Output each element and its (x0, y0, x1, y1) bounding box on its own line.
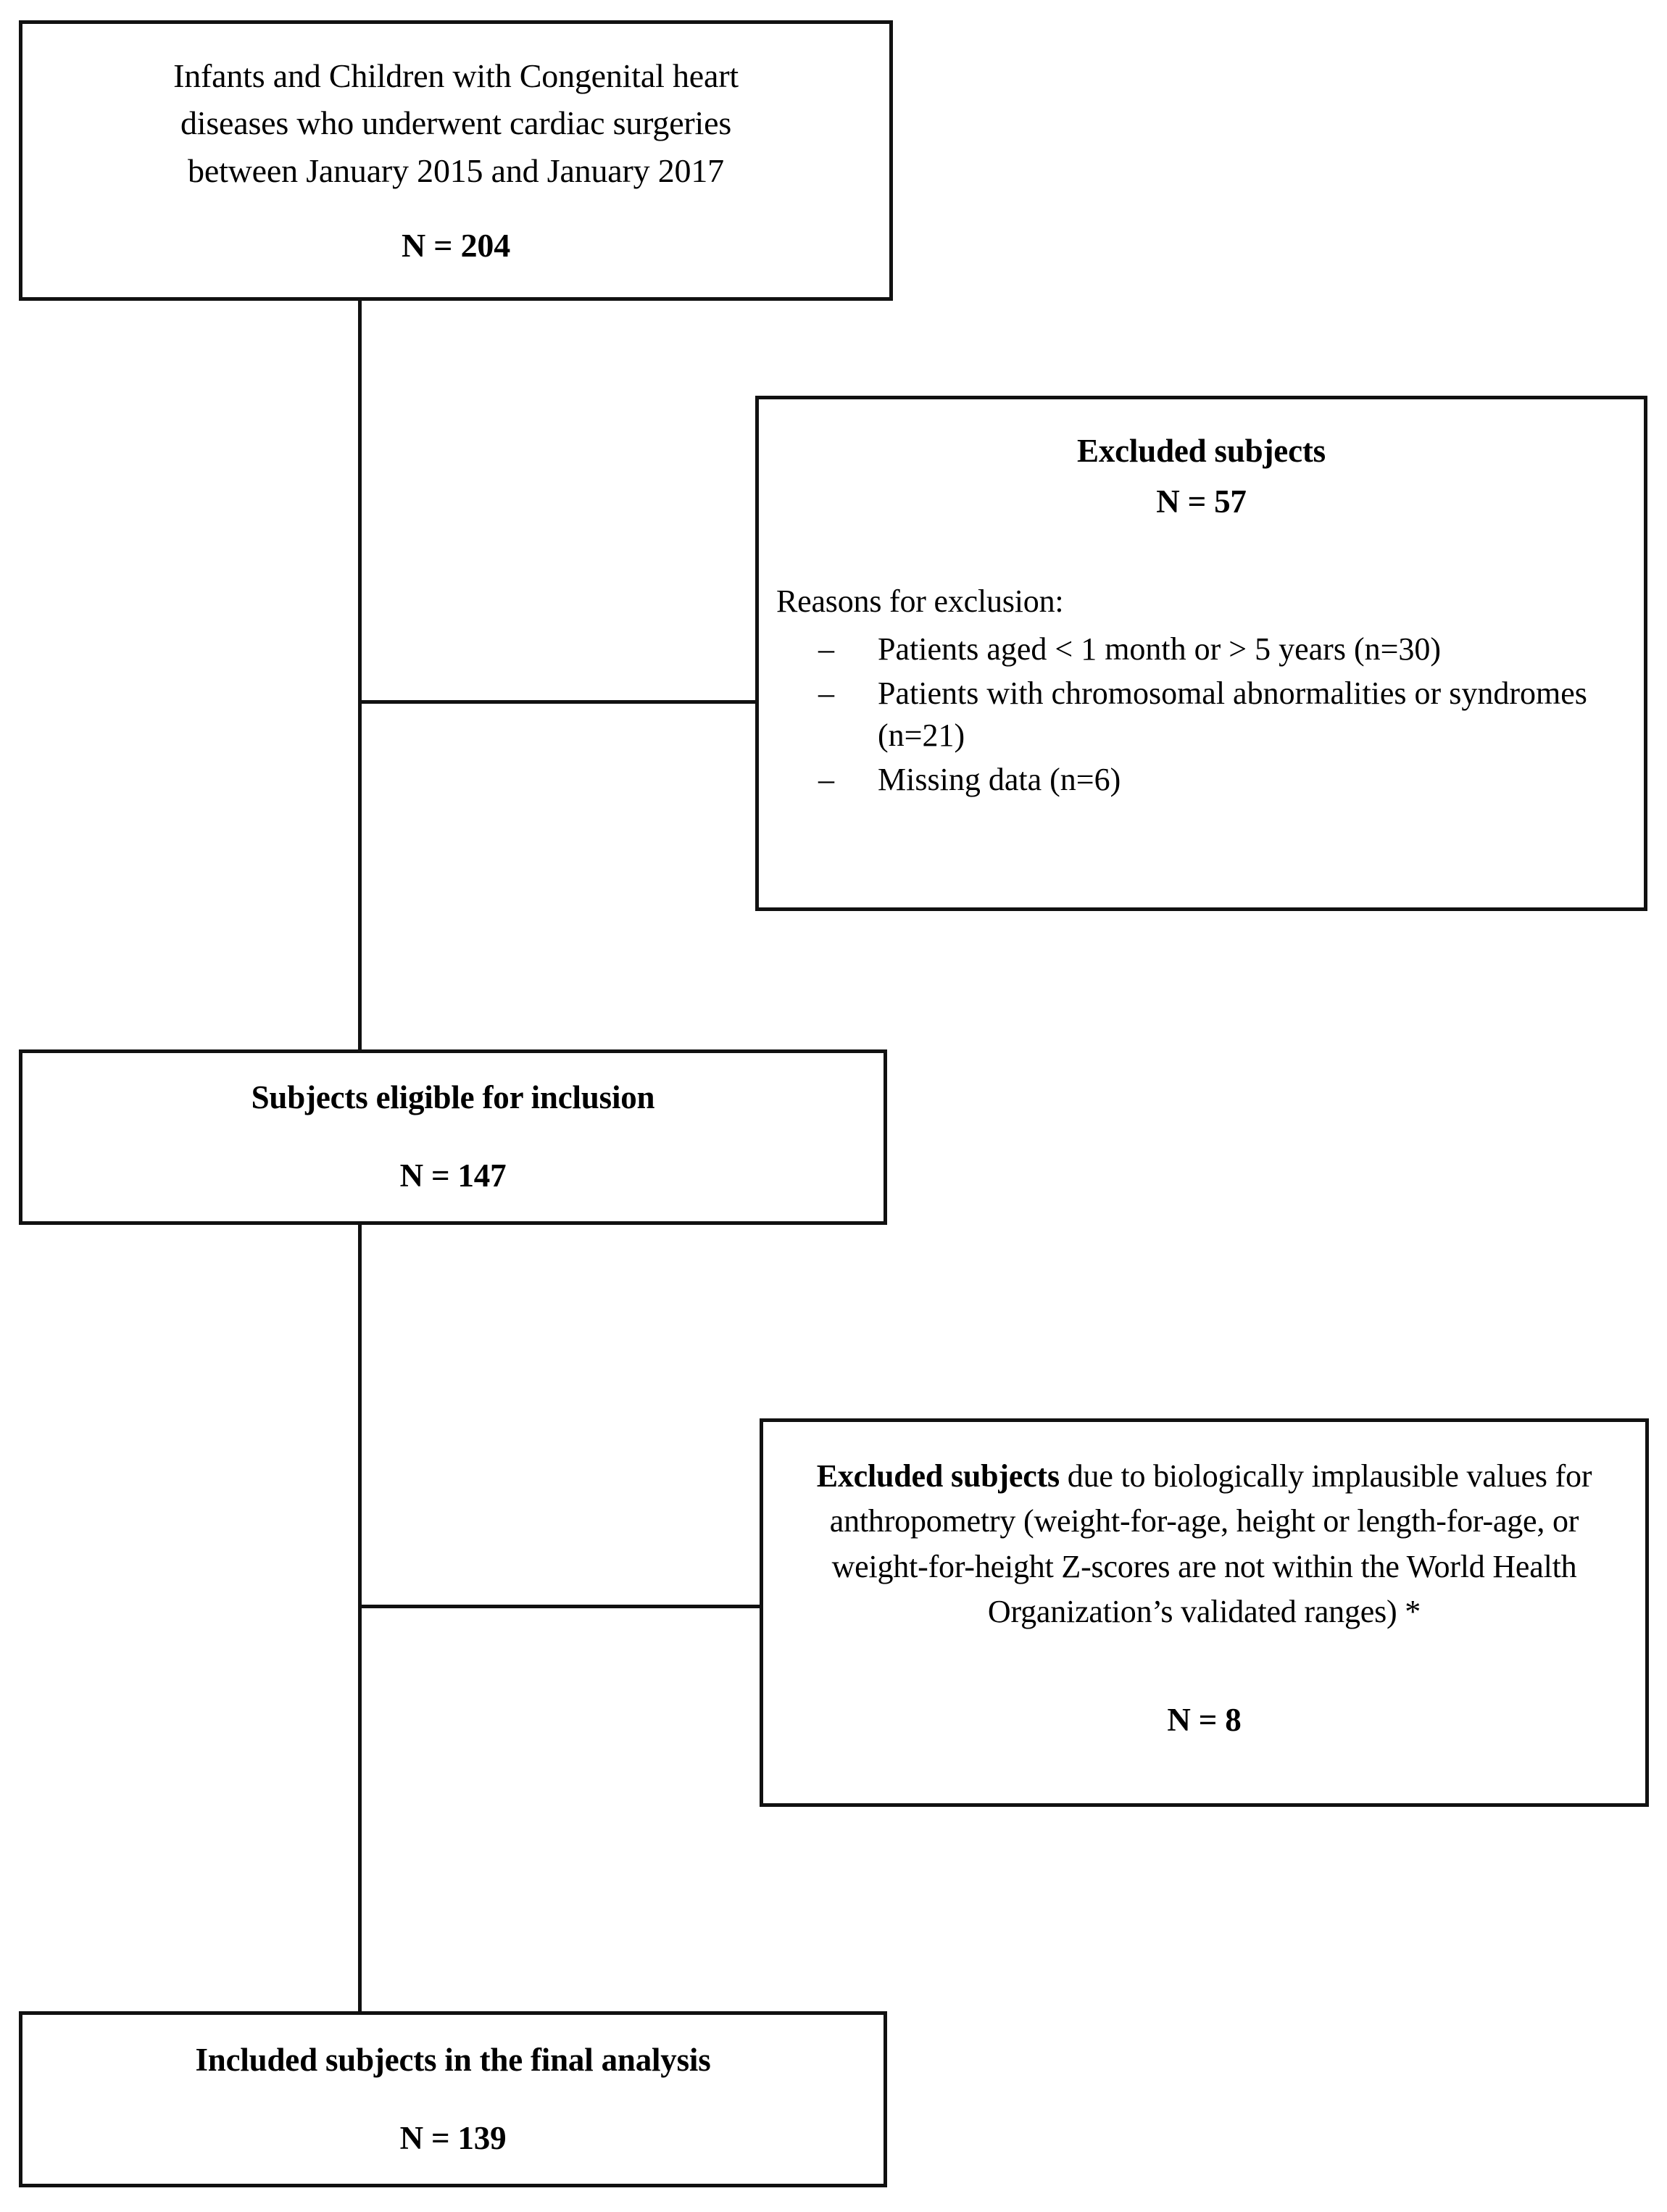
list-item-label: Patients with chromosomal abnormalities … (878, 675, 1587, 754)
box-source-population: Infants and Children with Congenital hea… (19, 20, 893, 301)
included-count: N = 139 (399, 2119, 507, 2156)
list-item-label: Missing data (n=6) (878, 761, 1121, 797)
excluded-1-reasons-list: – Patients aged < 1 month or > 5 years (… (759, 628, 1644, 802)
box-subjects-eligible: Subjects eligible for inclusion N = 147 (19, 1049, 887, 1225)
excluded-2-title-rest: due to biologically implausible values f… (829, 1458, 1592, 1630)
list-item: – Missing data (n=6) (815, 759, 1619, 802)
dash-bullet-icon: – (818, 761, 834, 797)
connector-horizontal-to-excluded-1 (359, 700, 757, 704)
excluded-2-title: Excluded subjects (816, 1458, 1060, 1494)
connector-horizontal-to-excluded-2 (359, 1605, 761, 1608)
connector-vertical-eligible-to-included (358, 1223, 362, 2013)
source-population-line3: between January 2015 and January 2017 (188, 151, 724, 189)
source-population-line2: diseases who underwent cardiac surgeries (180, 104, 732, 142)
list-item: – Patients with chromosomal abnormalitie… (815, 673, 1619, 757)
box-included-final-analysis: Included subjects in the final analysis … (19, 2011, 887, 2187)
excluded-1-count: N = 57 (1156, 483, 1247, 520)
source-population-count: N = 204 (401, 226, 511, 264)
box-excluded-subjects-8: Excluded subjects due to biologically im… (760, 1418, 1649, 1807)
box-excluded-subjects-57: Excluded subjects N = 57 Reasons for exc… (755, 396, 1647, 911)
included-title: Included subjects in the final analysis (195, 2041, 711, 2078)
list-item: – Patients aged < 1 month or > 5 years (… (815, 628, 1619, 671)
dash-bullet-icon: – (818, 675, 834, 711)
list-item-label: Patients aged < 1 month or > 5 years (n=… (878, 631, 1442, 668)
excluded-2-count: N = 8 (1167, 1701, 1242, 1738)
eligible-title: Subjects eligible for inclusion (251, 1079, 655, 1116)
excluded-1-title: Excluded subjects (1077, 433, 1326, 469)
connector-vertical-source-to-eligible (358, 301, 362, 1052)
dash-bullet-icon: – (818, 631, 834, 668)
eligible-count: N = 147 (399, 1157, 507, 1194)
excluded-2-description: Excluded subjects due to biologically im… (763, 1454, 1645, 1635)
source-population-line1: Infants and Children with Congenital hea… (173, 57, 739, 94)
excluded-1-reasons-label: Reasons for exclusion: (776, 583, 1064, 619)
